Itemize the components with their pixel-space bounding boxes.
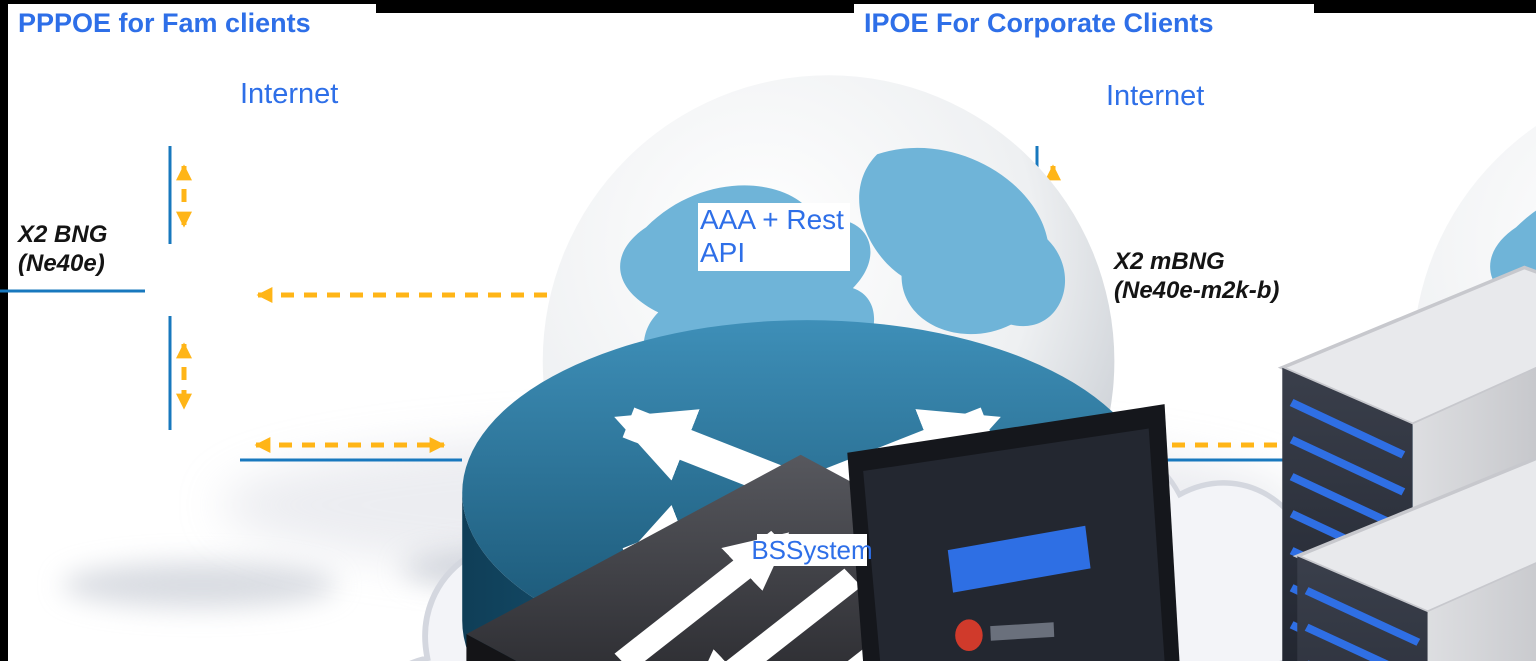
internet-label-left: Internet [240, 78, 339, 110]
left-title-box: PPPOE for Fam clients [8, 4, 376, 42]
left-black-bar [0, 0, 8, 661]
right-title-box: IPOE For Corporate Clients [854, 4, 1314, 42]
bng-router-label-line1: X2 BNG [18, 221, 108, 248]
aaa-server-label: AAA + Rest API [698, 203, 850, 271]
aaa-server-label-line1: AAA + Rest [700, 204, 844, 235]
page-title-right: IPOE For Corporate Clients [864, 7, 1214, 38]
cloud-shadow [62, 562, 337, 608]
mbng-router-label-line2: (Ne40e-m2k-b) [1114, 277, 1280, 304]
bng-router-label-line2: (Ne40e) [18, 250, 105, 277]
internet-label-right: Internet [1106, 80, 1205, 112]
mbng-router-label: X2 mBNG (Ne40e-m2k-b) [1114, 247, 1279, 305]
bng-router-label: X2 BNG (Ne40e) [18, 220, 107, 278]
bssystem-label-box: BSSystem [751, 534, 873, 566]
mbng-router-label-line1: X2 mBNG [1114, 248, 1225, 275]
aaa-server-label-line2: API [700, 237, 746, 268]
page-title-left: PPPOE for Fam clients [18, 7, 311, 38]
bssystem-label: BSSystem [751, 534, 873, 565]
